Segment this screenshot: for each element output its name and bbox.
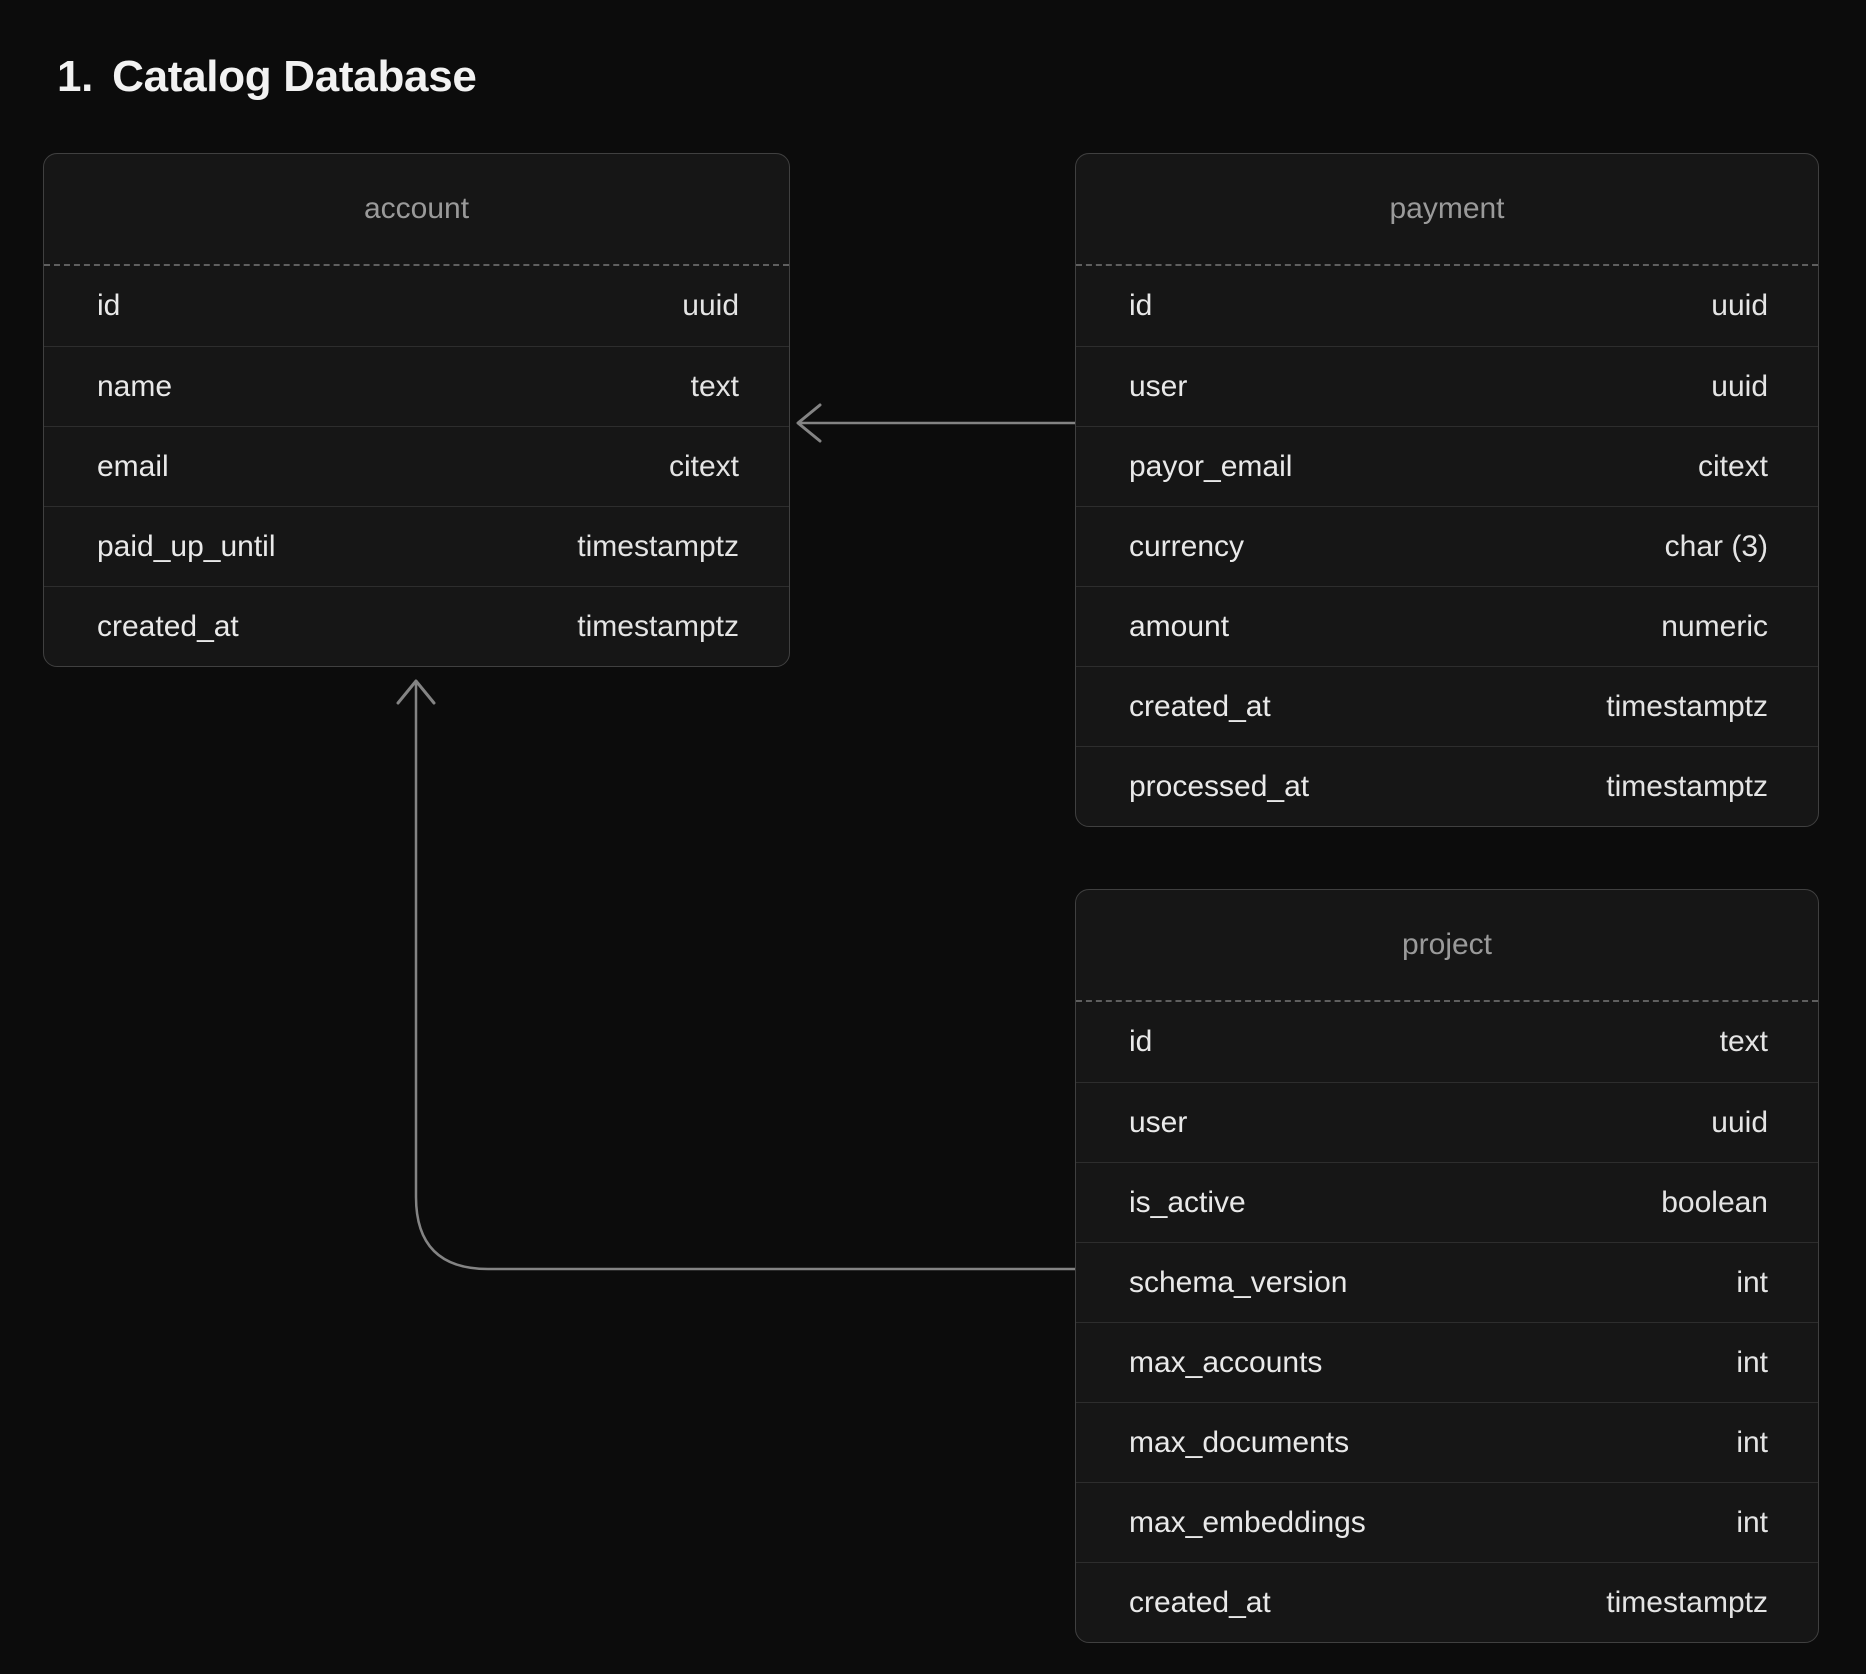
field-row-schema_version: schema_version int [1076,1242,1818,1322]
field-row-created_at: created_at timestamptz [1076,666,1818,746]
table-header-payment: payment [1076,154,1818,266]
field-name: currency [1129,529,1245,563]
arrowhead-icon [396,679,436,705]
field-type: int [1736,1425,1768,1459]
field-name: id [1129,289,1153,322]
table-title: project [1401,928,1493,961]
field-type: uuid [1711,289,1768,322]
field-name: name [97,369,173,403]
table-title: payment [1389,192,1505,225]
field-type: timestamptz [577,529,739,563]
field-row-max_accounts: max_accounts int [1076,1322,1818,1402]
field-name: max_documents [1129,1425,1350,1459]
field-name: payor_email [1129,449,1293,483]
field-row-currency: currency char (3) [1076,506,1818,586]
field-name: created_at [97,609,239,643]
field-name: is_active [1129,1185,1246,1219]
field-type: uuid [1711,369,1768,403]
field-name: created_at [1129,689,1271,723]
field-type: uuid [682,289,739,322]
field-row-max_embeddings: max_embeddings int [1076,1482,1818,1562]
connector-project-to-account [396,679,1077,1271]
field-row-payor_email: payor_email citext [1076,426,1818,506]
field-row-created_at: created_at timestamptz [1076,1562,1818,1642]
field-type: char (3) [1664,529,1768,563]
page-title-text: Catalog Database [112,52,477,101]
page-title-number: 1. [57,52,94,101]
field-type: timestamptz [1606,769,1768,803]
field-name: user [1129,369,1188,403]
page-title: 1. Catalog Database [57,52,477,101]
field-row-id: id uuid [1076,266,1818,346]
field-type: uuid [1711,1105,1768,1139]
field-name: email [97,449,169,483]
field-row-email: email citext [44,426,789,506]
field-type: timestamptz [1606,1585,1768,1619]
field-row-id: id uuid [44,266,789,346]
field-row-processed_at: processed_at timestamptz [1076,746,1818,826]
field-type: numeric [1661,609,1768,643]
table-account[interactable]: account id uuid name text email citext paid_up_… [43,153,790,667]
field-type: text [1719,1025,1768,1058]
field-type: citext [1697,449,1768,483]
field-row-paid_up_until: paid_up_until timestamptz [44,506,789,586]
field-row-user: user uuid [1076,1082,1818,1162]
field-name: schema_version [1129,1265,1348,1299]
connector-payment-to-account [796,403,1077,443]
field-name: user [1129,1105,1188,1139]
field-type: citext [668,449,739,483]
field-row-id: id text [1076,1002,1818,1082]
field-type: int [1736,1265,1768,1299]
field-name: max_embeddings [1129,1505,1366,1539]
field-type: timestamptz [577,609,739,643]
table-header-account: account [44,154,789,266]
field-row-user: user uuid [1076,346,1818,426]
field-type: int [1736,1345,1768,1379]
field-name: processed_at [1129,769,1310,803]
field-type: int [1736,1505,1768,1539]
arrowhead-icon [796,403,822,443]
field-name: paid_up_until [97,529,276,563]
field-row-max_documents: max_documents int [1076,1402,1818,1482]
field-name: amount [1129,609,1230,643]
field-name: id [97,289,121,322]
field-row-is_active: is_active boolean [1076,1162,1818,1242]
field-row-name: name text [44,346,789,426]
field-name: id [1129,1025,1153,1058]
table-header-project: project [1076,890,1818,1002]
field-name: created_at [1129,1585,1271,1619]
table-payment[interactable]: payment id uuid user uuid payor_email citext cu… [1075,153,1819,827]
field-type: text [690,369,739,403]
field-row-created_at: created_at timestamptz [44,586,789,666]
table-title: account [363,192,470,225]
table-project[interactable]: project id text user uuid is_active boolean sch… [1075,889,1819,1643]
field-type: boolean [1661,1185,1768,1219]
field-type: timestamptz [1606,689,1768,723]
field-name: max_accounts [1129,1345,1323,1379]
field-row-amount: amount numeric [1076,586,1818,666]
